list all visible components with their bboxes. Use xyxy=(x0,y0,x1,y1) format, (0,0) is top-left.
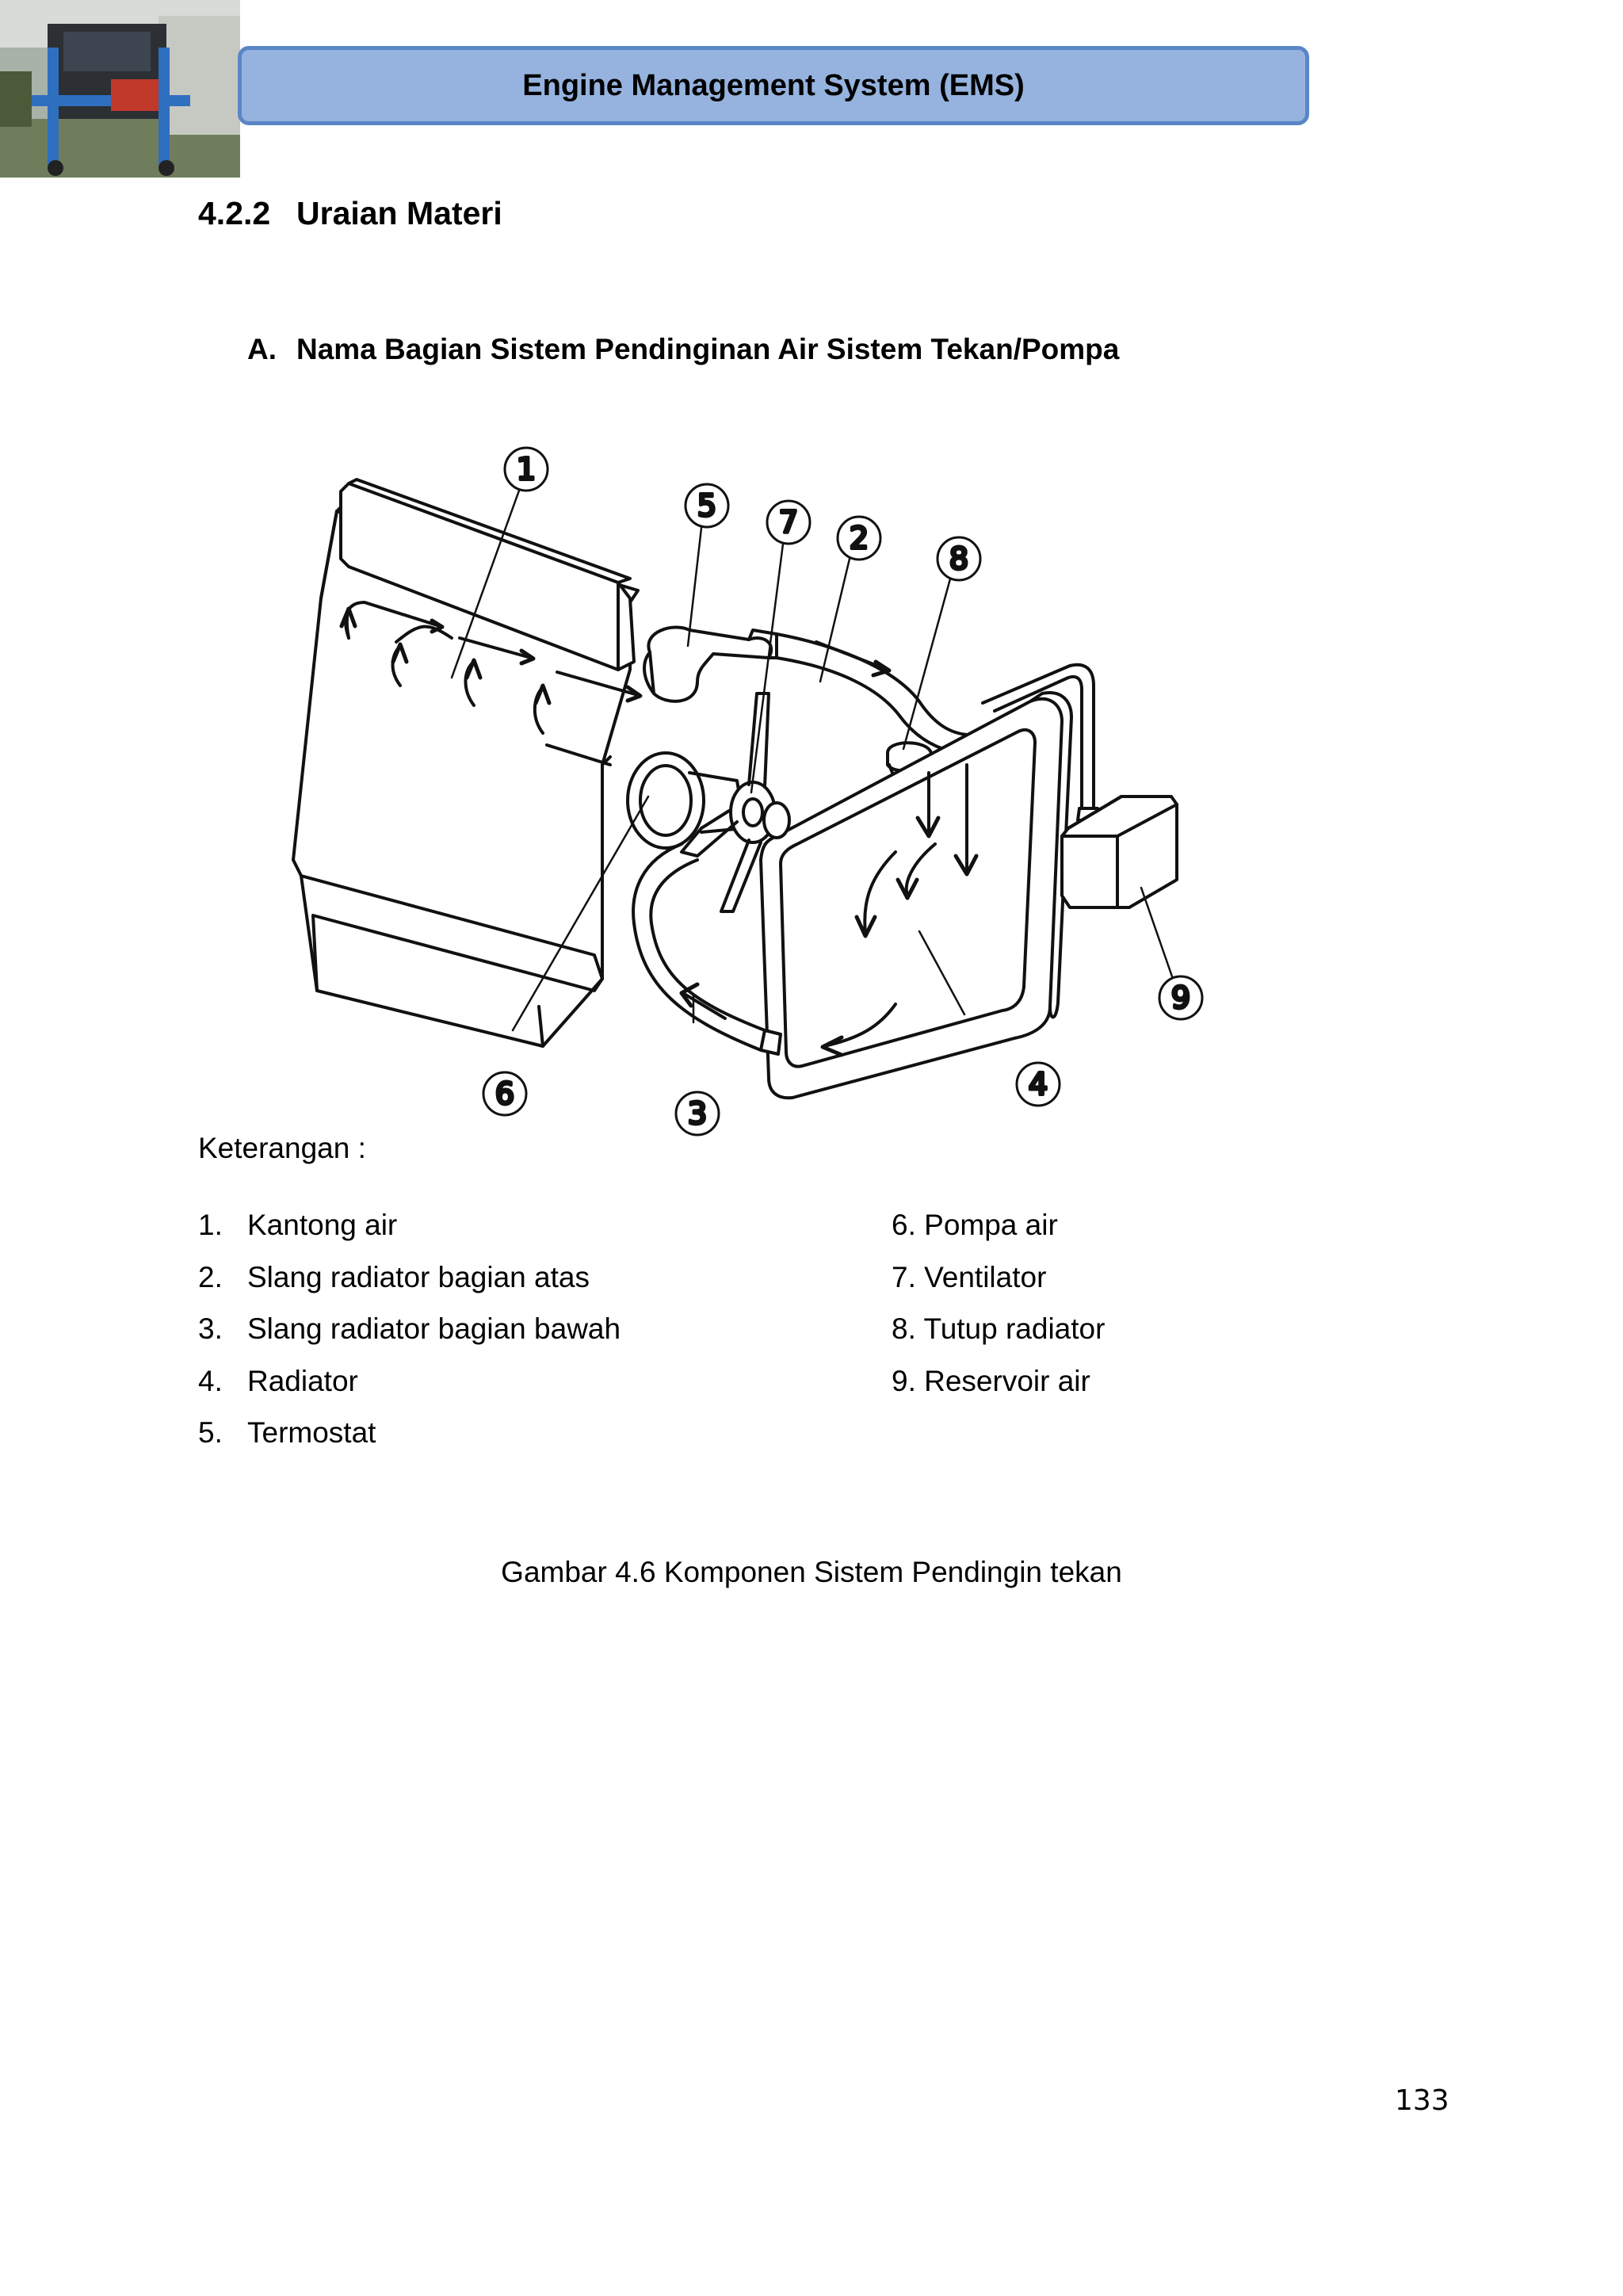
legend-item: 1.Kantong air xyxy=(198,1209,398,1241)
svg-text:7: 7 xyxy=(779,505,798,540)
section-number: 4.2.2 xyxy=(198,195,271,231)
callout-3: 3 xyxy=(674,1091,720,1137)
callout-6: 6 xyxy=(482,1071,528,1117)
legend-item: 2.Slang radiator bagian atas xyxy=(198,1260,590,1293)
callout-1: 1 xyxy=(503,446,549,492)
legend-item: 3.Slang radiator bagian bawah xyxy=(198,1312,621,1345)
subsection-title: Nama Bagian Sistem Pendinginan Air Siste… xyxy=(296,333,1120,365)
svg-text:6: 6 xyxy=(495,1076,514,1111)
figure-caption: Gambar 4.6 Komponen Sistem Pendingin tek… xyxy=(501,1556,1122,1588)
legend-item: 9. Reservoir air xyxy=(892,1364,1090,1397)
svg-text:8: 8 xyxy=(949,541,968,576)
legend-item: 7. Ventilator xyxy=(892,1260,1047,1293)
subsection-letter: A. xyxy=(247,333,277,365)
legend-item: 5.Termostat xyxy=(198,1416,376,1449)
page-number: 133 xyxy=(1395,2084,1449,2117)
svg-text:4: 4 xyxy=(1029,1067,1048,1102)
water-pump-and-fan-drawing xyxy=(626,692,791,913)
svg-text:5: 5 xyxy=(697,488,716,523)
callout-9: 9 xyxy=(1158,975,1204,1021)
engine-flow-arrows xyxy=(339,601,643,766)
callout-leader-lines xyxy=(450,478,1174,1032)
radiator-drawing xyxy=(759,691,1073,1100)
callout-5: 5 xyxy=(684,483,730,529)
reservoir-drawing xyxy=(981,663,1178,909)
svg-text:9: 9 xyxy=(1171,980,1190,1015)
svg-text:2: 2 xyxy=(850,521,869,556)
legend-right-column: 6. Pompa air 7. Ventilator 8. Tutup radi… xyxy=(892,1209,1105,1417)
legend-title: Keterangan : xyxy=(198,1132,366,1164)
legend-item: 6. Pompa air xyxy=(892,1209,1058,1241)
thermostat-and-upper-hose-drawing xyxy=(643,625,968,755)
callout-7: 7 xyxy=(766,499,812,545)
legend-left-column: 1.Kantong air 2.Slang radiator bagian at… xyxy=(198,1209,621,1469)
legend-item: 8. Tutup radiator xyxy=(892,1312,1106,1345)
header-photo xyxy=(0,0,240,178)
callout-2: 2 xyxy=(836,515,882,561)
legend-item: 4.Radiator xyxy=(198,1364,358,1397)
banner-title: Engine Management System (EMS) xyxy=(522,68,1025,102)
header-banner: Engine Management System (EMS) xyxy=(238,46,1309,125)
svg-text:1: 1 xyxy=(517,452,536,487)
callout-4: 4 xyxy=(1015,1061,1061,1107)
subsection-heading: A. Nama Bagian Sistem Pendinginan Air Sis… xyxy=(247,333,1119,366)
lower-hose-drawing xyxy=(632,842,782,1056)
section-heading: 4.2.2 Uraian Materi xyxy=(198,195,502,232)
svg-text:3: 3 xyxy=(688,1096,707,1131)
section-title: Uraian Materi xyxy=(296,195,502,231)
callout-8: 8 xyxy=(936,536,982,582)
cooling-system-diagram: 1 5 7 2 8 9 4 6 3 xyxy=(269,432,1220,1145)
